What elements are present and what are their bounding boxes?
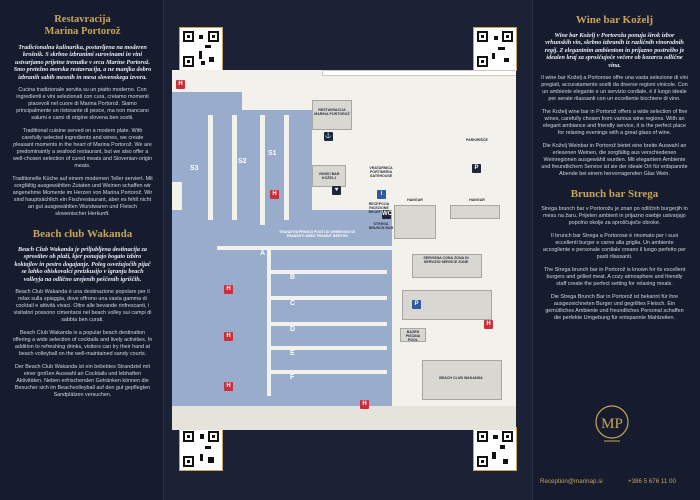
wakanda-label: BEACH CLUB WAKANDA <box>439 376 483 380</box>
beach-text-de: Der Beach Club Wakanda ist ein beliebtes… <box>14 364 151 399</box>
pier-e <box>267 346 387 350</box>
kozelj-building[interactable] <box>312 165 346 187</box>
brunch-text-en: The Strega brunch bar in Portorož is kno… <box>543 267 686 288</box>
pier-transit <box>217 246 402 250</box>
reception-label: RECEPCIJA RICEZIONE RECEPTION <box>368 202 390 215</box>
water-basin-main <box>172 210 392 430</box>
wine-marker-icon[interactable]: ♥ <box>332 186 341 195</box>
service-zone <box>412 254 482 278</box>
hydrant-marker-icon-3[interactable]: H <box>224 382 233 391</box>
parking-marker-icon[interactable]: P <box>412 300 421 309</box>
wine-text-slo: Wine bar Koželj v Portorožu ponuja širok… <box>544 32 685 69</box>
beach-text-slo: Beach Club Wakanda je priljubljena desti… <box>14 246 151 283</box>
wine-text-de: Die Koželj Weinbar in Portorož bietet ei… <box>541 143 688 178</box>
hangar-label-2: HANGAR <box>469 198 485 202</box>
pier-s2 <box>232 115 237 220</box>
right-panel: Wine bar Koželj Wine bar Koželj v Portor… <box>532 0 700 500</box>
dock-label-f: F <box>290 374 295 381</box>
wakanda-area[interactable] <box>422 360 502 400</box>
brunch-text-it: Il brunch bar Strega a Portorose è rinom… <box>543 233 686 261</box>
restaurant-label: RESTAVRACIJA MARINA PORTOROŽ <box>314 108 350 117</box>
pier-spine <box>267 246 271 396</box>
wine-text-en: The Koželj wine bar in Portorož offers a… <box>541 109 688 137</box>
pier-s3 <box>208 115 213 220</box>
pool <box>400 328 426 342</box>
marina-logo-icon: MP <box>595 405 629 442</box>
restaurant-marker-icon[interactable]: ⚓ <box>324 132 333 141</box>
bottom-promenade <box>172 406 516 430</box>
hydrant-marker-icon-5[interactable]: H <box>360 400 369 409</box>
phone-number[interactable]: +386 5 676 11 00 <box>628 478 676 485</box>
restaurant-building[interactable] <box>312 100 352 130</box>
hydrant-marker-icon-2[interactable]: H <box>224 332 233 341</box>
dock-label-s3: S3 <box>190 165 199 172</box>
qr-code-restaurant[interactable] <box>179 27 223 71</box>
svg-text:MP: MP <box>601 416 623 432</box>
brunch-text-de: Die Strega Brunch Bar in Portorož ist be… <box>545 294 684 322</box>
dock-label-b: B <box>290 274 296 281</box>
toilet-marker-icon[interactable]: WC <box>382 210 392 219</box>
hydrant-marker-icon[interactable]: H <box>224 285 233 294</box>
hangar-2 <box>450 205 500 219</box>
pier-b <box>267 270 387 274</box>
pier-s0 <box>284 115 289 220</box>
hangar-label-1: HANGAR <box>407 198 423 202</box>
kozelj-label: VINSKI BAR KOŽELJ <box>318 172 340 181</box>
parking-label: PARKIRIŠČE <box>466 138 488 142</box>
restaurant-text-slo: Tradicionalna kulinarika, postavljena na… <box>13 44 152 81</box>
road <box>322 70 516 76</box>
email-link[interactable]: Reception@marinap.si <box>540 478 603 485</box>
pier-s1 <box>260 115 265 225</box>
marina-map[interactable]: S3 S2 S1 A B C D E F HANGAR HANGAR RECEP… <box>172 70 516 430</box>
parking-area-icon[interactable]: P <box>472 164 481 173</box>
brunch-text-slo: Strega brunch bar v Portorožu je znan po… <box>541 206 688 227</box>
wine-text-it: Il wine bar Koželj a Portorose offre una… <box>541 75 688 103</box>
service-label: SERVISNA CONA ZONA DI SERVIZIO SERVICE Z… <box>423 256 469 265</box>
beach-title: Beach club Wakanda <box>32 228 133 241</box>
beach-text-it: Beach Club Wakanda è una destinazione po… <box>13 289 152 324</box>
hydrant-marker-icon-4[interactable]: H <box>484 320 493 329</box>
wine-title: Wine bar Koželj <box>575 14 654 26</box>
transit-label: TRANZITNI PRIVEZI POSTI DI ORMEGGIO DI T… <box>278 230 356 239</box>
restaurant-text-en: Traditional cuisine served on a modern p… <box>12 128 153 170</box>
info-marker-icon[interactable]: i <box>377 190 386 199</box>
restaurant-title: Restavracija Marina Portorož <box>44 14 121 37</box>
hotel-marker-icon[interactable]: H <box>176 80 185 89</box>
qr-code-wine-bar[interactable] <box>473 27 517 71</box>
qr-code-brunch-bar[interactable] <box>473 427 517 471</box>
restaurant-text-de: Traditionelle Küche auf einem modernen T… <box>12 176 153 218</box>
hangar-1 <box>394 205 436 239</box>
dock-label-s1: S1 <box>268 150 277 157</box>
dock-label-e: E <box>290 350 295 357</box>
dock-label-a: A <box>260 250 266 257</box>
strega-label: STREGA BRUNCH BAR <box>368 222 394 231</box>
brunch-title: Brunch bar Strega <box>570 188 659 201</box>
dock-label-d: D <box>290 326 296 333</box>
restaurant-text-it: Cucina tradizionale servita su un piatto… <box>16 87 149 122</box>
qr-code-beach-club[interactable] <box>179 427 223 471</box>
left-panel: Restavracija Marina Portorož Tradicional… <box>0 0 164 500</box>
beach-text-en: Beach Club Wakanda is a popular beach de… <box>12 330 153 358</box>
pier-c <box>267 296 387 300</box>
gatehouse-label: VRATARNICA PORTINERIA GATEHOUSE <box>369 166 393 179</box>
fire-marker-icon[interactable]: H <box>270 190 279 199</box>
dock-label-c: C <box>290 300 296 307</box>
pier-f <box>267 370 387 374</box>
dock-label-s2: S2 <box>238 158 247 165</box>
pool-label: BAZEN PISCINA POOL <box>405 330 421 343</box>
pier-d <box>267 322 387 326</box>
